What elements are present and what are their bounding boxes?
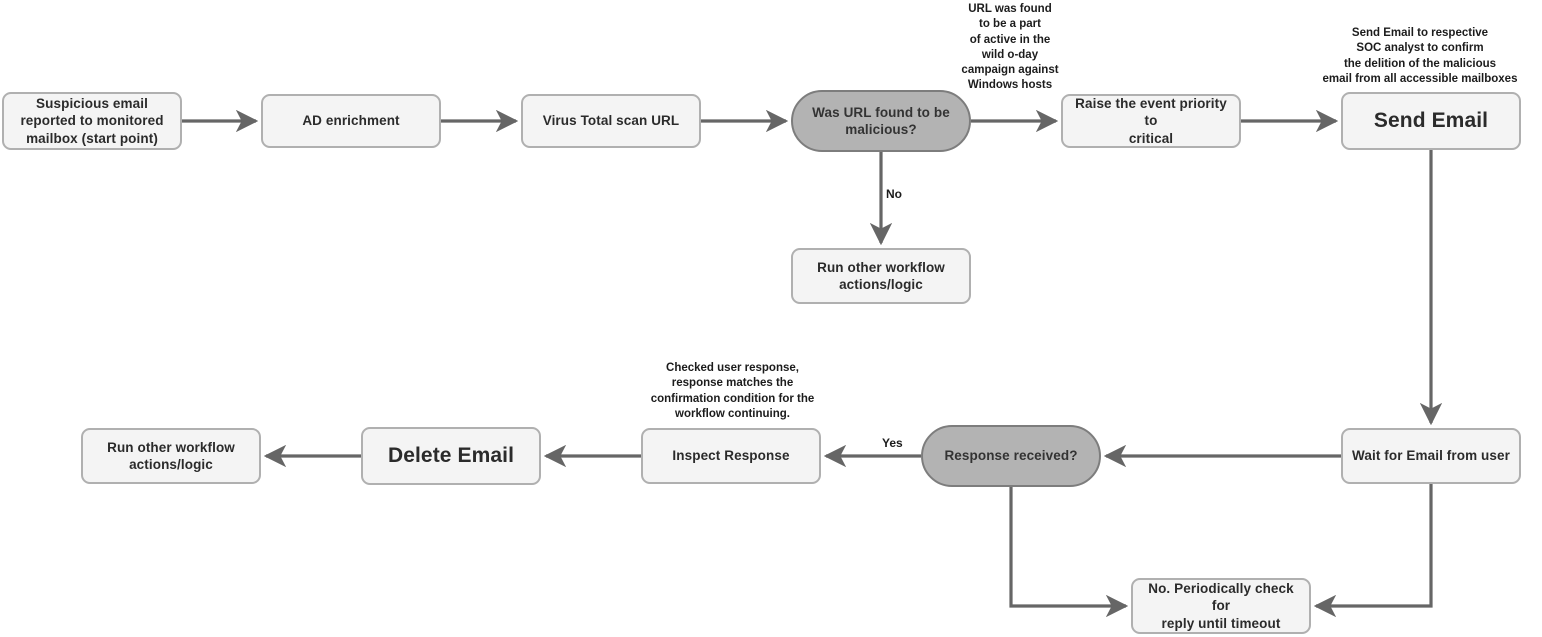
node-delete-email[interactable]: Delete Email (361, 427, 541, 485)
node-label: No. Periodically check for reply until t… (1148, 581, 1294, 631)
node-start[interactable]: Suspicious email reported to monitored m… (2, 92, 182, 150)
node-label: Virus Total scan URL (542, 113, 680, 129)
edge-label-yes: Yes (882, 436, 903, 450)
edge-label-no: No (886, 187, 902, 201)
edge-wait-for-email-to-periodic-check (1313, 484, 1433, 618)
node-label: Inspect Response (672, 448, 790, 464)
edge-response-received-to-periodic-check (1009, 487, 1129, 618)
node-label: Response received? (944, 448, 1078, 464)
node-raise-event-priority[interactable]: Raise the event priority to critical (1061, 94, 1241, 148)
node-periodically-check-for-reply[interactable]: No. Periodically check for reply until t… (1131, 578, 1311, 634)
node-label: Was URL found to be malicious? (812, 104, 950, 137)
node-virus-total-scan-url[interactable]: Virus Total scan URL (521, 94, 701, 148)
annotation-send-email-note: Send Email to respective SOC analyst to … (1322, 27, 1518, 85)
node-response-received-decision[interactable]: Response received? (921, 425, 1101, 487)
annotation-inspect-response-note: Checked user response, response matches … (650, 362, 815, 420)
node-label: Suspicious email reported to monitored m… (20, 96, 164, 146)
annotation-zero-day-campaign: URL was found to be a part of active in … (961, 3, 1059, 92)
node-was-url-malicious-decision[interactable]: Was URL found to be malicious? (791, 90, 971, 152)
node-run-other-workflow-top[interactable]: Run other workflow actions/logic (791, 248, 971, 304)
node-wait-for-email-from-user[interactable]: Wait for Email from user (1341, 428, 1521, 484)
node-label: Run other workflow actions/logic (817, 259, 945, 292)
node-label: Send Email (1373, 108, 1489, 132)
node-label: Run other workflow actions/logic (107, 439, 235, 472)
node-label: AD enrichment (302, 113, 400, 129)
node-send-email[interactable]: Send Email (1341, 92, 1521, 150)
node-label: Wait for Email from user (1352, 448, 1510, 464)
node-ad-enrichment[interactable]: AD enrichment (261, 94, 441, 148)
node-label: Delete Email (387, 443, 515, 467)
node-inspect-response[interactable]: Inspect Response (641, 428, 821, 484)
node-run-other-workflow-bottom[interactable]: Run other workflow actions/logic (81, 428, 261, 484)
node-label: Raise the event priority to critical (1075, 96, 1227, 146)
